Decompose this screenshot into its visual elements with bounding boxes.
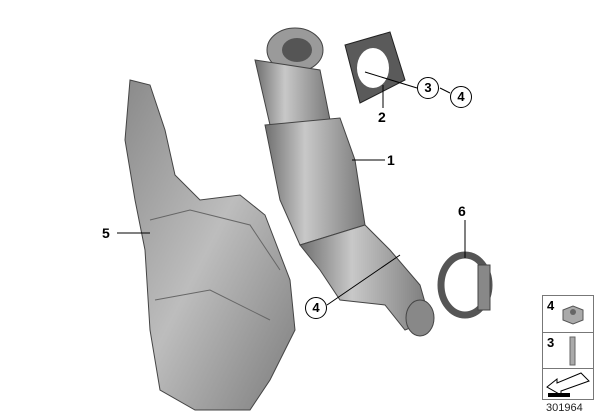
flange-nut-icon xyxy=(562,305,584,325)
callout-part-1: 1 xyxy=(387,152,395,168)
callout-part-5: 5 xyxy=(102,225,110,241)
legend-row-arrow xyxy=(543,369,593,399)
fastener-legend: 4 3 xyxy=(542,295,594,400)
callout-part-4-top: 4 xyxy=(450,86,472,108)
callout-part-3: 3 xyxy=(417,77,439,99)
clamp-ring-part xyxy=(437,251,493,319)
callout-part-2: 2 xyxy=(378,109,386,125)
diagram-id: 301964 xyxy=(546,402,583,414)
legend-stud-number: 3 xyxy=(547,335,555,350)
heat-shield-part xyxy=(124,79,296,411)
callout-part-4-bottom: 4 xyxy=(305,297,327,319)
stud-bolt-icon xyxy=(569,336,576,366)
callout-part-6: 6 xyxy=(458,203,466,219)
legend-row-nut: 4 xyxy=(543,296,593,333)
leader-lines xyxy=(117,71,466,306)
legend-row-stud: 3 xyxy=(543,333,593,369)
catalytic-converter-part xyxy=(254,27,435,337)
gasket-part xyxy=(344,31,406,104)
orientation-arrow-icon xyxy=(546,372,590,397)
legend-nut-number: 4 xyxy=(547,298,555,313)
